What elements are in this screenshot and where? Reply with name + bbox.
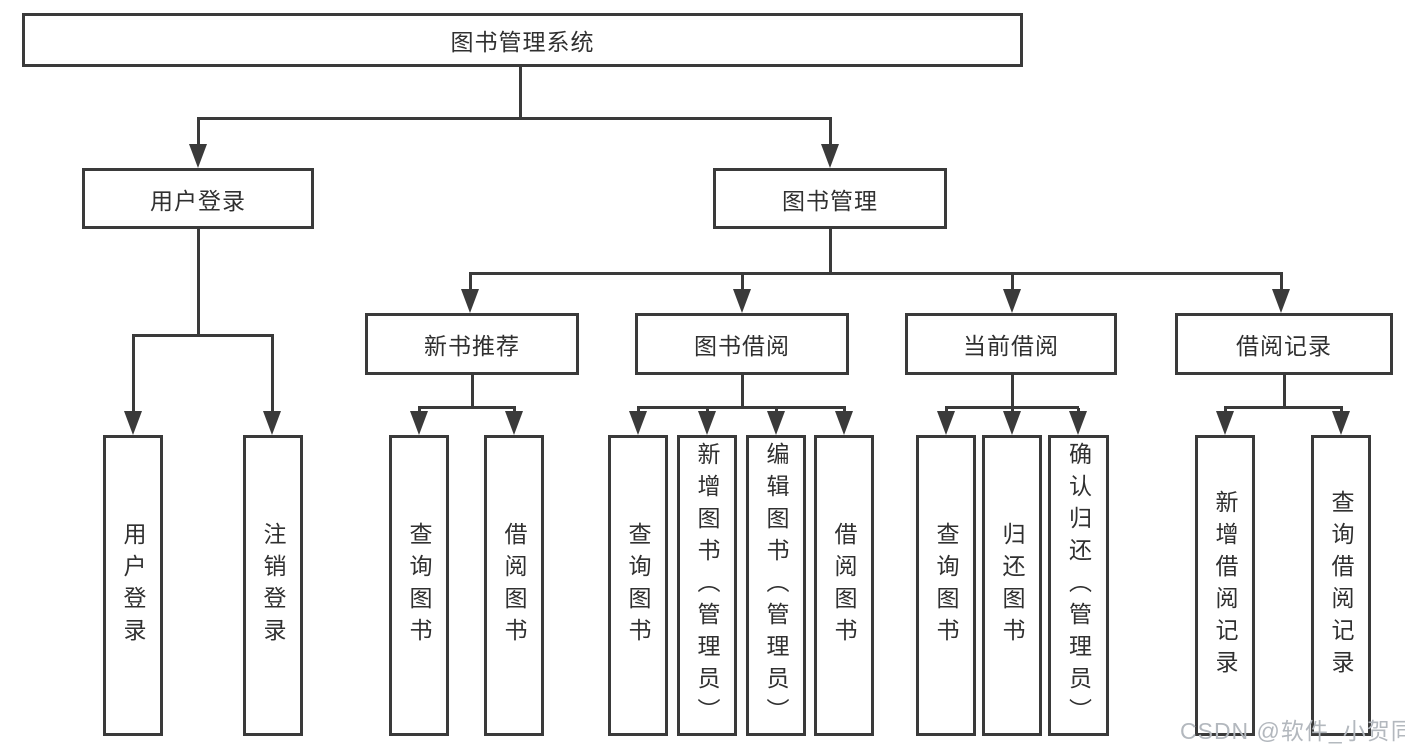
leaf-label: 查询图书	[625, 521, 651, 650]
arrow-down-icon	[461, 289, 479, 313]
connector-borrowing-stem	[741, 375, 744, 408]
node-label: 当前借阅	[963, 333, 1059, 359]
node-book-management: 图书管理	[713, 168, 947, 229]
leaf-return-books: 归还图书	[982, 435, 1042, 736]
arrow-down-icon	[629, 411, 647, 435]
connector-to-borrowing-records	[1280, 275, 1283, 291]
arrow-down-icon	[767, 411, 785, 435]
leaf-add-books-admin: 新增图书（管理员）	[677, 435, 737, 736]
connector-recommendation-bus	[418, 406, 516, 409]
leaf-add-borrow-record: 新增借阅记录	[1195, 435, 1255, 736]
leaf-confirm-return-admin: 确认归还（管理员）	[1048, 435, 1109, 736]
leaf-borrow-books: 借阅图书	[814, 435, 874, 736]
connector-recommendation-stem	[471, 375, 474, 408]
leaf-query-borrow-record: 查询借阅记录	[1311, 435, 1371, 736]
leaf-logout: 注销登录	[243, 435, 303, 736]
leaf-query-books: 查询图书	[389, 435, 449, 736]
connector-to-leaf	[1077, 408, 1080, 413]
connector-book-management-bus	[469, 272, 1283, 275]
leaf-label: 借阅图书	[831, 521, 857, 650]
leaf-label: 查询图书	[933, 521, 959, 650]
node-label: 图书借阅	[694, 333, 790, 359]
arrow-down-icon	[1003, 289, 1021, 313]
arrow-down-icon	[1332, 411, 1350, 435]
leaf-label: 归还图书	[999, 521, 1025, 650]
connector-to-leaf	[1340, 408, 1343, 413]
connector-to-leaf-logout	[271, 336, 274, 411]
leaf-label: 编辑图书（管理员）	[763, 441, 789, 730]
connector-borrowing-bus	[637, 406, 846, 409]
connector-to-leaf	[775, 408, 778, 413]
arrow-down-icon	[733, 289, 751, 313]
connector-to-book-borrowing	[741, 275, 744, 291]
leaf-query-books: 查询图书	[916, 435, 976, 736]
arrow-down-icon	[189, 144, 207, 168]
leaf-edit-books-admin: 编辑图书（管理员）	[746, 435, 806, 736]
connector-to-leaf	[706, 408, 709, 413]
leaf-label: 查询借阅记录	[1328, 489, 1354, 682]
leaf-borrow-books: 借阅图书	[484, 435, 544, 736]
connector-current-stem	[1011, 375, 1014, 408]
arrow-down-icon	[410, 411, 428, 435]
arrow-down-icon	[1003, 411, 1021, 435]
node-current-borrowing: 当前借阅	[905, 313, 1117, 375]
connector-root-stem	[519, 67, 522, 119]
node-label: 图书管理系统	[450, 29, 595, 55]
arrow-down-icon	[124, 411, 142, 435]
connector-to-leaf	[418, 408, 421, 413]
arrow-down-icon	[937, 411, 955, 435]
connector-records-bus	[1224, 406, 1343, 409]
leaf-label: 新增图书（管理员）	[694, 441, 720, 730]
leaf-label: 查询图书	[406, 521, 432, 650]
node-label: 用户登录	[150, 187, 246, 214]
connector-root-to-book-management	[829, 119, 832, 146]
node-borrowing-records: 借阅记录	[1175, 313, 1393, 375]
node-book-management-system: 图书管理系统	[22, 13, 1023, 67]
leaf-user-login: 用户登录	[103, 435, 163, 736]
csdn-watermark: CSDN @软件_小贺同学	[1180, 718, 1405, 744]
connector-to-leaf-user-login	[132, 336, 135, 411]
connector-root-to-user-login	[197, 119, 200, 146]
arrow-down-icon	[1272, 289, 1290, 313]
connector-to-leaf	[1011, 408, 1014, 413]
arrow-down-icon	[835, 411, 853, 435]
connector-to-new-book-recommendation	[469, 275, 472, 291]
connector-records-stem	[1283, 375, 1286, 408]
node-label: 新书推荐	[424, 333, 520, 359]
connector-to-leaf	[513, 408, 516, 413]
node-new-book-recommendation: 新书推荐	[365, 313, 579, 375]
arrow-down-icon	[505, 411, 523, 435]
leaf-query-books: 查询图书	[608, 435, 668, 736]
connector-to-leaf	[945, 408, 948, 413]
leaf-label: 确认归还（管理员）	[1065, 441, 1092, 730]
arrow-down-icon	[698, 411, 716, 435]
connector-user-login-stem	[197, 229, 200, 336]
connector-to-current-borrowing	[1011, 275, 1014, 291]
leaf-label: 注销登录	[260, 521, 286, 650]
node-label: 图书管理	[782, 187, 878, 214]
node-label: 借阅记录	[1236, 333, 1332, 359]
arrow-down-icon	[1069, 411, 1087, 435]
connector-root-bus	[197, 117, 832, 120]
arrow-down-icon	[1216, 411, 1234, 435]
connector-to-leaf	[843, 408, 846, 413]
arrow-down-icon	[263, 411, 281, 435]
arrow-down-icon	[821, 144, 839, 168]
node-book-borrowing: 图书借阅	[635, 313, 849, 375]
leaf-label: 用户登录	[120, 521, 146, 650]
connector-book-management-stem	[829, 229, 832, 275]
connector-user-login-bus	[132, 334, 274, 337]
leaf-label: 借阅图书	[501, 521, 527, 650]
connector-to-leaf	[1224, 408, 1227, 413]
connector-to-leaf	[637, 408, 640, 413]
node-user-login: 用户登录	[82, 168, 314, 229]
connector-current-bus	[945, 406, 1079, 409]
leaf-label: 新增借阅记录	[1212, 489, 1238, 682]
